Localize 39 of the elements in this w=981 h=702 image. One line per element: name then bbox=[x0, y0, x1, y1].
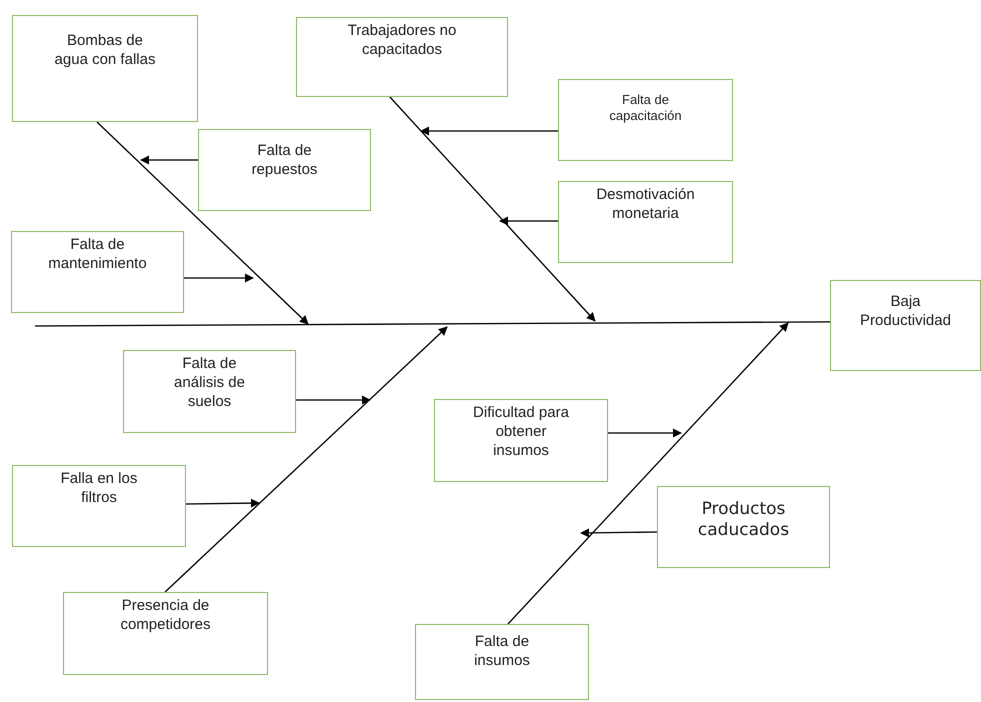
cause-text: Bombas de agua con fallas bbox=[54, 32, 156, 70]
arrow bbox=[580, 528, 657, 538]
cause-box bbox=[415, 624, 589, 700]
spine-line bbox=[35, 321, 830, 327]
cause-text: Trabajadores no capacitados bbox=[346, 22, 458, 60]
cause-text: Presencia de competidores bbox=[119, 597, 212, 634]
arrow bbox=[608, 428, 682, 438]
effect-text: Baja Productividad bbox=[859, 293, 952, 330]
arrow bbox=[96, 122, 309, 325]
cause-text: Falta de capacitación bbox=[608, 92, 683, 124]
arrow bbox=[389, 96, 596, 322]
arrow bbox=[184, 274, 254, 282]
arrow bbox=[507, 322, 789, 624]
arrow bbox=[186, 498, 260, 508]
cause-box bbox=[558, 79, 733, 161]
arrow bbox=[164, 326, 448, 592]
cause-text: Desmotivación monetaria bbox=[595, 186, 696, 224]
cause-box bbox=[434, 399, 608, 482]
arrow bbox=[296, 396, 371, 404]
arrow bbox=[140, 156, 198, 164]
cause-box bbox=[12, 465, 186, 547]
cause-text: Falta de repuestos bbox=[250, 142, 318, 180]
cause-box bbox=[11, 231, 184, 313]
cause-text: Falta de insumos bbox=[473, 633, 531, 670]
cause-box bbox=[123, 350, 296, 433]
cause-box bbox=[12, 15, 198, 122]
effect-box bbox=[830, 280, 981, 371]
cause-text: Dificultad para obtener insumos bbox=[472, 404, 570, 460]
cause-text: Falta de mantenimiento bbox=[47, 236, 148, 274]
cause-box bbox=[63, 592, 268, 675]
arrow bbox=[420, 126, 558, 136]
cause-text: Productos caducados bbox=[696, 499, 790, 542]
cause-text: Falla en los filtros bbox=[60, 470, 138, 508]
arrow bbox=[499, 216, 558, 226]
cause-box bbox=[296, 17, 508, 97]
cause-box bbox=[198, 129, 371, 211]
cause-box bbox=[558, 181, 733, 263]
cause-box bbox=[657, 486, 830, 568]
cause-text: Falta de análisis de suelos bbox=[173, 355, 246, 412]
